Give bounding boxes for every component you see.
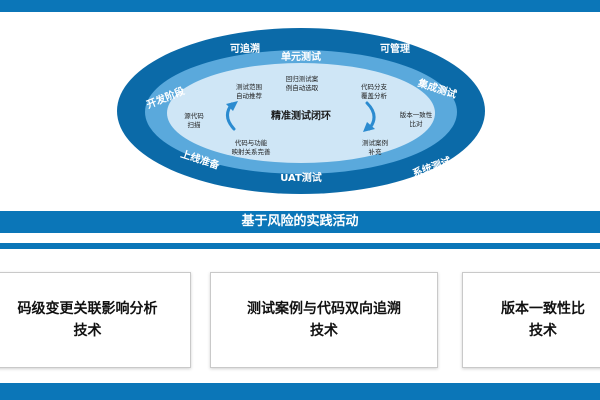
risk-practice-banner: 基于风险的实践活动 (0, 211, 600, 233)
technique-box-2-line2: 技术 (310, 323, 338, 339)
divider-bar (0, 243, 600, 249)
technique-box-3-line2: 技术 (529, 323, 557, 339)
item-code-mapping-line2: 映射关系完善 (232, 147, 272, 156)
item-case-supplement-line1: 测试案例 (362, 138, 388, 147)
technique-box-traceability: 测试案例与代码双向追溯 技术 (210, 272, 438, 368)
technique-box-2-line1: 测试案例与代码双向追溯 (247, 301, 401, 317)
item-case-supplement-line2: 补充 (369, 147, 383, 156)
technique-box-1-line2: 技术 (73, 323, 102, 339)
bottom-bar (0, 383, 600, 400)
label-manageable: 可管理 (380, 42, 410, 55)
top-bar (0, 0, 600, 12)
item-version-compare-line1: 版本一致性 (400, 110, 433, 119)
inner-ellipse (167, 63, 435, 163)
item-version-compare-line2: 比对 (410, 119, 424, 128)
item-code-mapping-line1: 代码与功能 (235, 138, 268, 147)
label-unit-test: 单元测试 (281, 50, 321, 63)
item-regression-line2: 例自动选取 (286, 83, 319, 92)
banner-title: 基于风险的实践活动 (241, 214, 359, 229)
item-branch-coverage-line1: 代码分支 (361, 82, 388, 91)
item-test-scope-line2: 自动推荐 (236, 91, 263, 100)
item-regression-line1: 回归测试案 (286, 74, 319, 83)
item-branch-coverage-line2: 覆盖分析 (361, 91, 388, 100)
item-source-scan-line2: 扫描 (188, 120, 202, 129)
left-arrowhead-icon (226, 101, 238, 111)
technique-box-1-line1: 码级变更关联影响分析 (17, 301, 158, 317)
right-arrowhead-icon (363, 122, 375, 132)
loop-center-title: 精准测试闭环 (271, 109, 331, 122)
label-traceable: 可追溯 (230, 42, 260, 55)
precision-testing-loop-diagram: 可追溯 单元测试 可管理 开发阶段 集成测试 上线准备 UAT测试 系统测试 精… (117, 28, 485, 194)
item-test-scope-line1: 测试范围 (236, 82, 262, 91)
item-source-scan-line1: 源代码 (184, 111, 204, 120)
technique-box-3-line1: 版本一致性比 (501, 301, 585, 317)
technique-box-impact-analysis: 码级变更关联影响分析 技术 (0, 272, 191, 368)
technique-box-version-consistency: 版本一致性比 技术 (462, 272, 600, 368)
label-uat-test: UAT测试 (280, 171, 322, 184)
